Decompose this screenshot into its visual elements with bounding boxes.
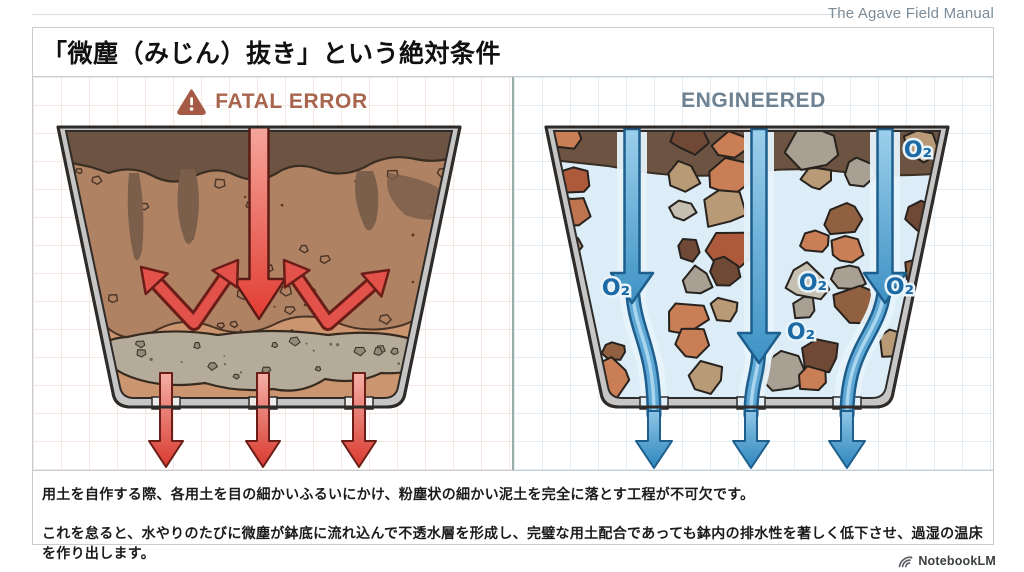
rock xyxy=(792,295,816,320)
drain-arrow-blue xyxy=(635,410,673,469)
description-line-2: これを怠ると、水やりのたびに微塵が鉢底に流れ込んで不透水層を形成し、完璧な用土配… xyxy=(42,525,983,561)
rock xyxy=(554,294,586,333)
notebooklm-footer: NotebookLM xyxy=(898,554,996,568)
warning-triangle-icon xyxy=(177,89,207,115)
description-line-1: 用土を自作する際、各用土を目の細かいふるいにかけ、粉塵状の細かい泥土を完全に落と… xyxy=(42,486,755,502)
notebooklm-brand: NotebookLM xyxy=(918,554,996,568)
rock xyxy=(844,156,877,188)
rock xyxy=(783,131,840,171)
notebooklm-logo-icon xyxy=(898,555,913,567)
rock xyxy=(703,189,748,228)
rock xyxy=(669,131,710,156)
rock xyxy=(667,160,702,193)
rock xyxy=(799,166,832,191)
drain-arrow-red xyxy=(245,372,281,468)
rock xyxy=(902,131,940,164)
o2-label: O₂ xyxy=(602,276,630,301)
rock xyxy=(681,264,714,295)
manual-label: The Agave Field Manual xyxy=(827,5,994,22)
rock xyxy=(674,327,711,359)
rock xyxy=(830,235,865,264)
rock xyxy=(709,296,739,323)
panel-fatal-error: FATAL ERROR xyxy=(33,77,512,470)
comparison-diagram: FATAL ERROR ENGINEERED O₂ O₂ O₂ O₂ O₂ xyxy=(33,77,993,470)
rock xyxy=(798,365,827,392)
o2-label: O₂ xyxy=(787,320,815,345)
water-flow-arrow xyxy=(862,127,908,305)
soil-layers xyxy=(66,131,452,398)
fatal-error-label: FATAL ERROR xyxy=(215,90,368,113)
panel-engineered: ENGINEERED O₂ O₂ O₂ O₂ O₂ xyxy=(514,77,993,470)
rock xyxy=(823,202,864,236)
page-title: 「微塵（みじん）抜き」という絶対条件 xyxy=(33,28,993,77)
drain-arrow-blue xyxy=(732,410,770,469)
engineered-label: ENGINEERED xyxy=(681,89,826,112)
fatal-error-header: FATAL ERROR xyxy=(33,89,512,115)
o2-label: O₂ xyxy=(904,138,932,163)
rock xyxy=(600,341,626,361)
description: 用土を自作する際、各用土を目の細かいふるいにかけ、粉塵状の細かい泥土を完全に落と… xyxy=(33,470,993,563)
manual-rule-line xyxy=(32,14,844,15)
rock xyxy=(895,374,920,393)
engineered-illustration: O₂ O₂ O₂ O₂ O₂ xyxy=(544,125,950,469)
sediment-layer xyxy=(102,329,426,392)
content-card: 「微塵（みじん）抜き」という絶対条件 FATAL ERROR ENGINEERE… xyxy=(32,27,994,561)
rock xyxy=(668,199,698,222)
fatal-illustration xyxy=(56,125,462,468)
rock xyxy=(687,360,724,395)
rock xyxy=(801,338,839,374)
rock xyxy=(709,255,742,287)
o2-label: O₂ xyxy=(886,275,914,300)
panel-divider xyxy=(512,77,514,470)
rock xyxy=(677,238,701,263)
drain-arrow-red xyxy=(148,372,184,468)
water-flow-arrow xyxy=(736,127,782,365)
o2-label: O₂ xyxy=(799,271,827,296)
water-flow-arrow xyxy=(609,127,655,305)
rock xyxy=(567,366,593,387)
water-blocked-arrow xyxy=(231,125,287,321)
drain-arrow-red xyxy=(341,372,377,468)
drain-arrow-blue xyxy=(828,410,866,469)
rock xyxy=(784,261,831,301)
engineered-header: ENGINEERED xyxy=(514,89,993,113)
rock xyxy=(799,229,830,253)
